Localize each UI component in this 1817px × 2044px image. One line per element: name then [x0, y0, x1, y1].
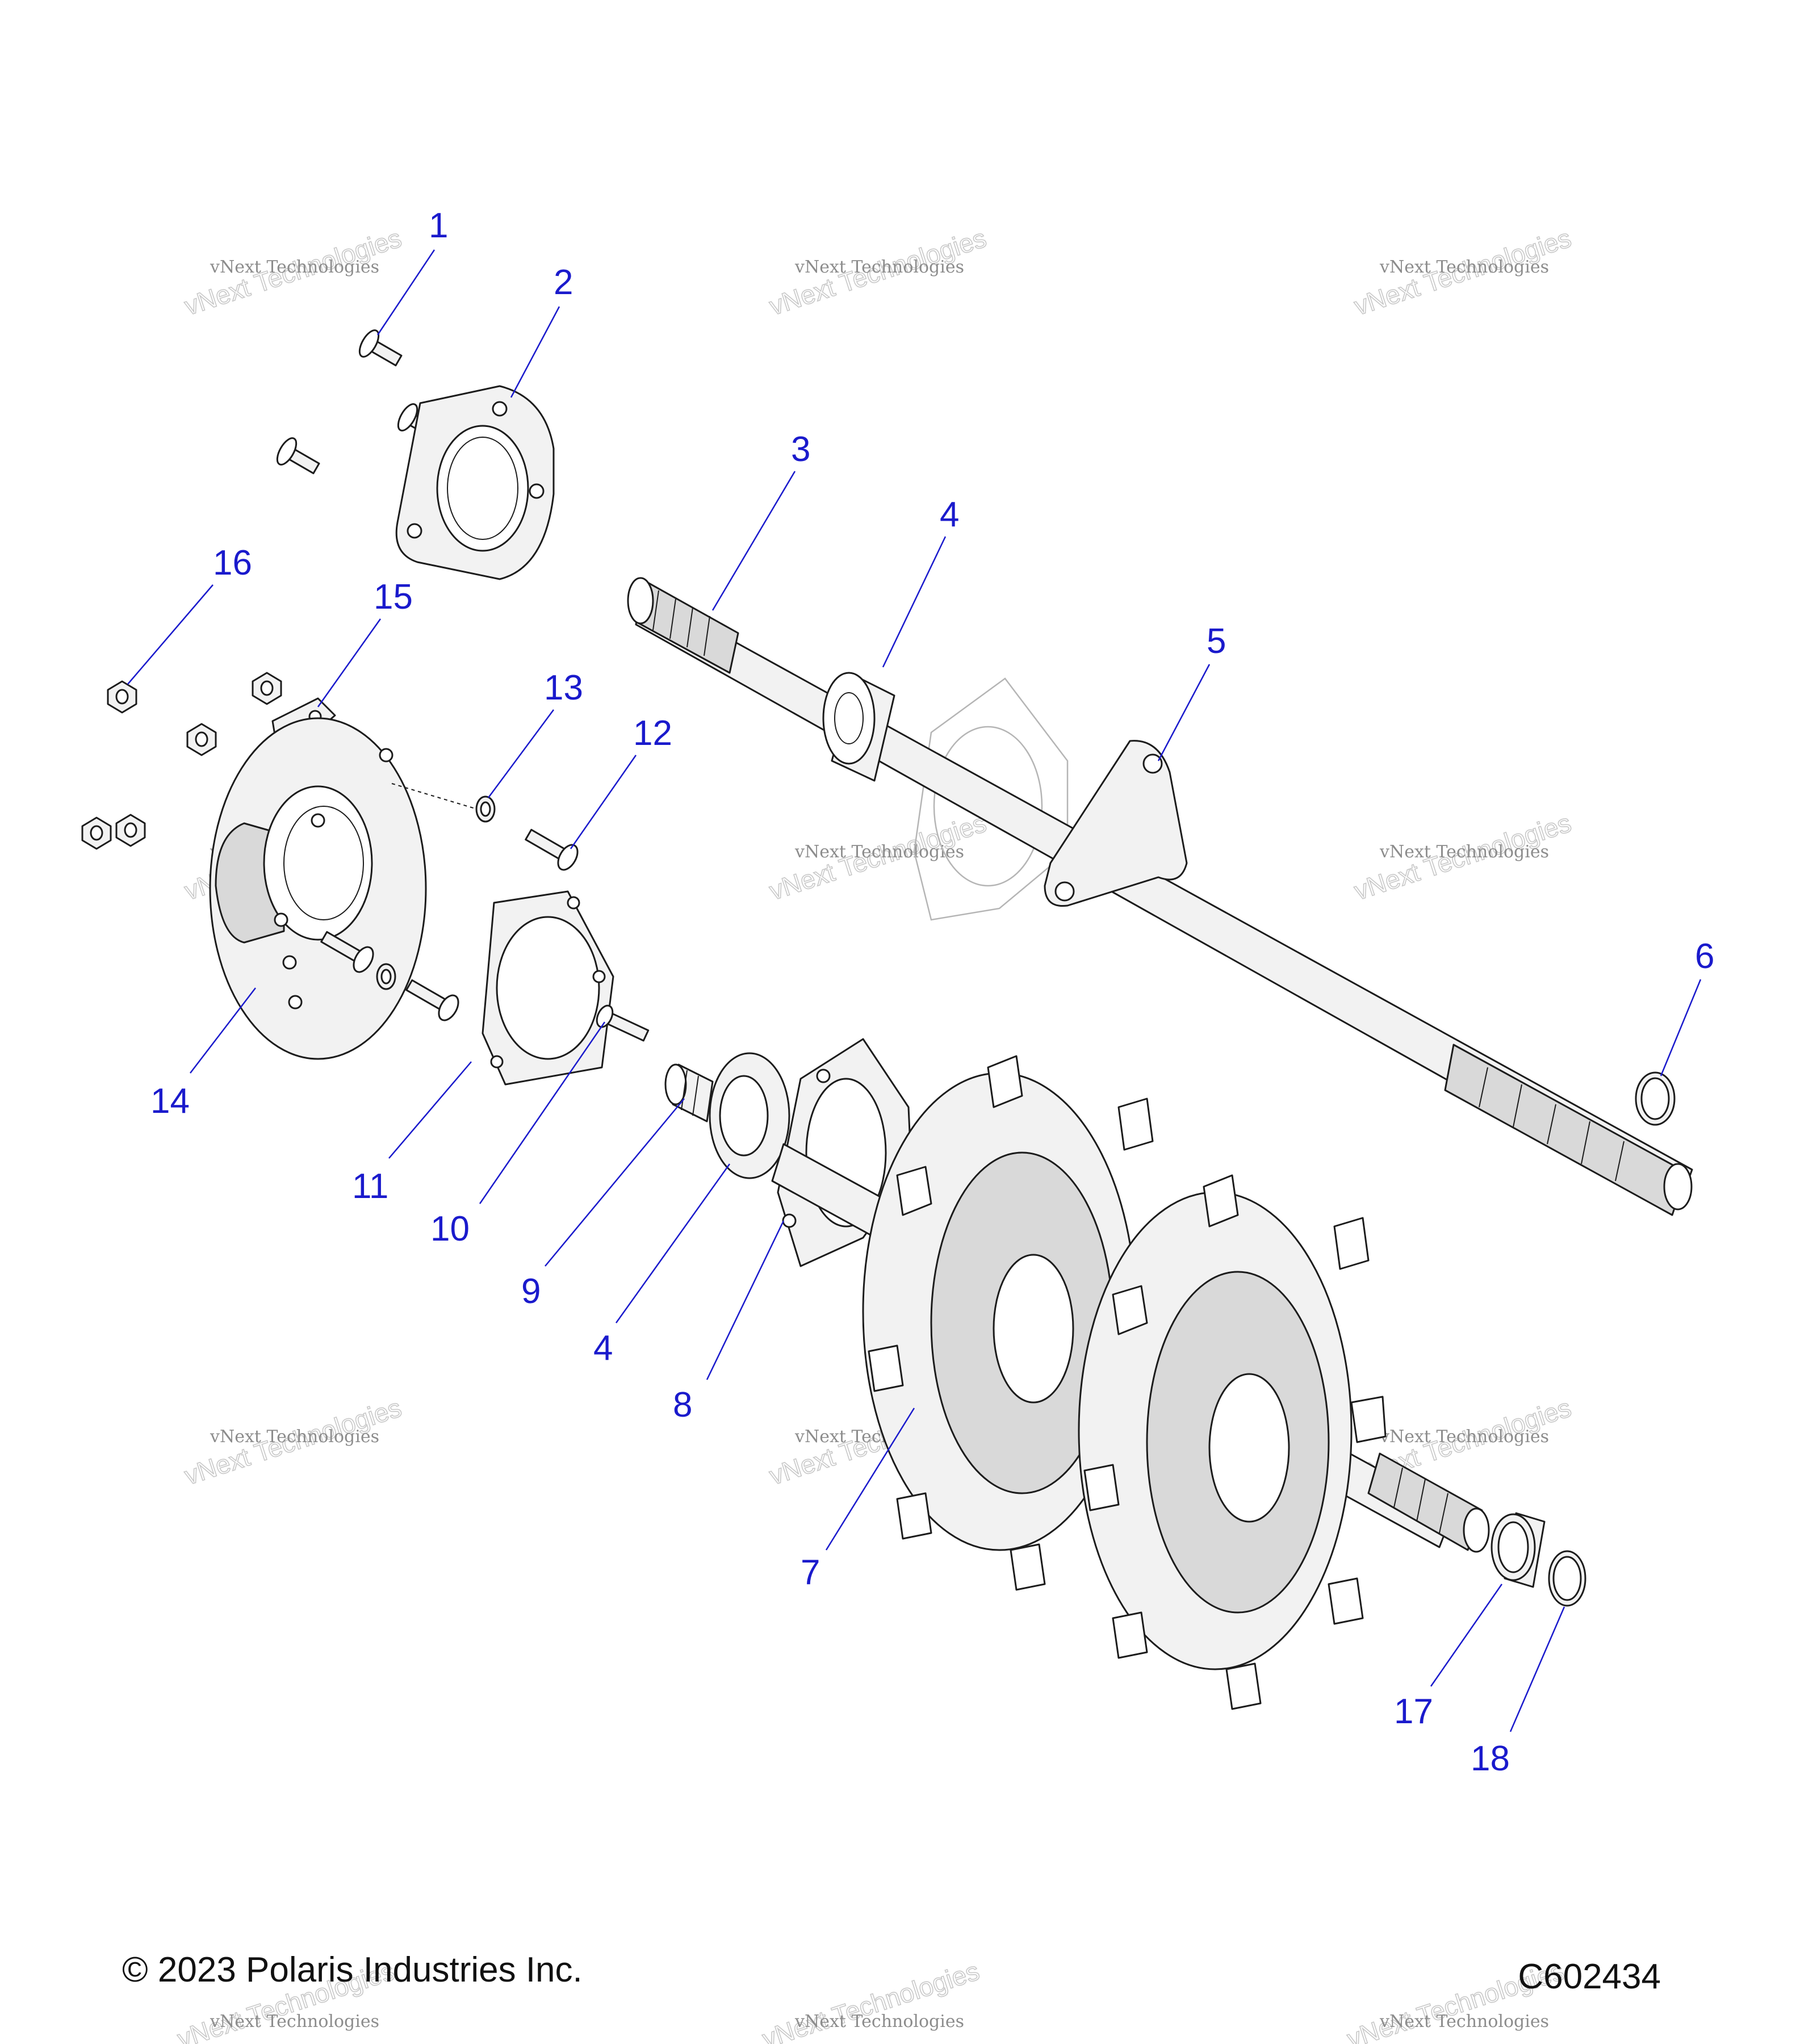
leader-8 [706, 1220, 785, 1380]
leader-18 [1509, 1606, 1565, 1732]
nut [115, 814, 146, 847]
watermark-tile: vNext Technologies vNext Technologies [758, 1955, 983, 2044]
sprocket-wheel [1078, 1174, 1387, 1710]
watermark-text: vNext Technologies [1379, 842, 1549, 862]
part-snap-ring-18 [1548, 1550, 1586, 1607]
callout-6: 6 [1695, 937, 1714, 976]
part-pin-bolt [596, 1004, 650, 1042]
callout-15: 15 [374, 577, 413, 617]
watermark-text: vNext Technologies [794, 842, 964, 862]
leader-12 [570, 755, 637, 849]
rivet [276, 437, 320, 475]
figure-id: C602434 [1518, 1957, 1661, 1996]
watermark-text: vNext Technologies [794, 257, 964, 277]
callout-16: 16 [213, 543, 252, 583]
sprocket-wheel [862, 1055, 1171, 1591]
footer: © 2023 Polaris Industries Inc. C602434 [122, 1950, 1661, 1996]
leader-4-top [882, 536, 947, 668]
part-gasket-plate [482, 890, 614, 1086]
part-snap-ring-6 [1635, 1071, 1676, 1126]
watermark-tile: vNext Technologies vNext Technologies [1350, 223, 1575, 321]
leader-1 [376, 249, 436, 336]
part-drive-shaft [627, 577, 1693, 1216]
callout-7: 7 [801, 1553, 820, 1592]
part-bearing-lower [709, 1052, 790, 1179]
callout-9: 9 [521, 1272, 541, 1311]
callout-5: 5 [1207, 622, 1226, 661]
watermark-text: vNext Technologies [1379, 2012, 1549, 2032]
callout-11: 11 [352, 1167, 388, 1206]
part-spline-gear [664, 1063, 714, 1122]
callouts: 1 2 3 4 5 6 7 8 9 10 11 12 13 14 15 16 1… [150, 206, 1714, 1778]
leader-lines [127, 249, 1702, 1732]
leader-13 [487, 709, 555, 798]
part-drive-sprocket-axle [771, 1055, 1490, 1710]
rivet [358, 329, 403, 367]
callout-2: 2 [554, 263, 573, 302]
leader-2 [510, 306, 560, 398]
callout-10: 10 [430, 1209, 470, 1249]
watermark-tile: vNext Technologies vNext Technologies [765, 807, 990, 906]
nut [186, 723, 217, 756]
callout-3: 3 [791, 430, 810, 469]
watermark-tile: vNext Technologies vNext Technologies [181, 223, 405, 321]
part-bolt-set [320, 828, 579, 1021]
leader-6 [1660, 979, 1702, 1077]
leader-11 [388, 1061, 472, 1159]
watermark-text: vNext Technologies [210, 1427, 379, 1447]
leader-5 [1157, 664, 1211, 761]
callout-12: 12 [633, 714, 672, 753]
watermark-tile: vNext Technologies vNext Technologies [1350, 807, 1575, 906]
part-flange-plate-shaft [1044, 740, 1188, 907]
part-nut-set [81, 672, 282, 850]
watermark-tile: vNext Technologies vNext Technologies [765, 223, 990, 321]
callout-17: 17 [1394, 1692, 1433, 1731]
part-bearing-cup [1491, 1512, 1546, 1588]
bearing-on-shaft [822, 672, 895, 782]
leader-16 [127, 584, 213, 685]
callout-4-top: 4 [940, 495, 959, 534]
bolt [320, 931, 374, 973]
watermark-text: vNext Technologies [210, 257, 379, 277]
nut [107, 680, 137, 714]
nut [252, 672, 282, 705]
callout-14: 14 [150, 1082, 190, 1121]
watermark-text: vNext Technologies [1379, 257, 1549, 277]
leader-9 [545, 1098, 685, 1267]
leader-14 [190, 987, 256, 1074]
leader-3 [711, 471, 796, 611]
leader-4-bottom [615, 1163, 731, 1323]
callout-18: 18 [1471, 1739, 1510, 1778]
bolt [405, 979, 459, 1021]
copyright-text: © 2023 Polaris Industries Inc. [122, 1950, 583, 1989]
part-washer-13 [376, 783, 496, 990]
leader-17 [1430, 1584, 1503, 1687]
part-flange-plate-top [395, 385, 555, 580]
part-hub-flange [209, 717, 427, 1060]
watermark-text: vNext Technologies [794, 2012, 964, 2032]
watermark-text: vNext Technologies [210, 2012, 379, 2032]
callout-1: 1 [429, 206, 448, 245]
leader-15 [317, 618, 382, 707]
watermark-tile: vNext Technologies vNext Technologies [181, 1392, 405, 1491]
nut [81, 816, 112, 850]
callout-4-bottom: 4 [593, 1329, 613, 1368]
leader-10 [479, 1021, 606, 1204]
leader-7 [825, 1408, 915, 1551]
callout-8: 8 [673, 1385, 692, 1425]
watermark-text: vNext Technologies [1379, 1427, 1549, 1447]
ghost-flange-outline [913, 677, 1069, 921]
bolt [525, 828, 579, 871]
callout-13: 13 [544, 668, 583, 707]
